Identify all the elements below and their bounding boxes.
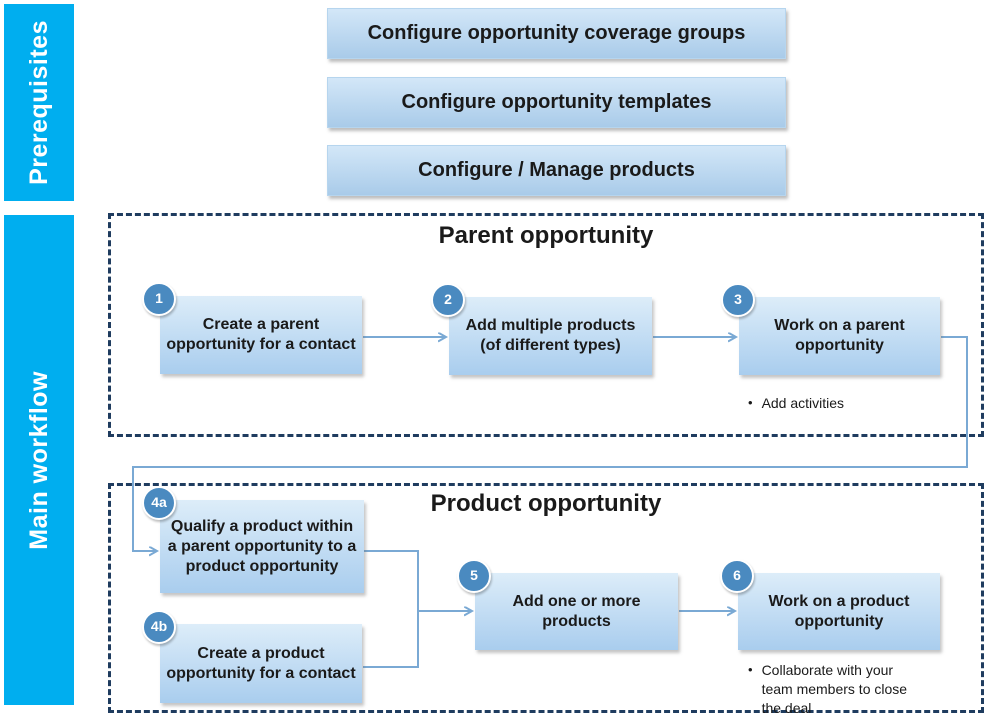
step-box-add-one-or-more-products: 5 Add one or more products — [457, 559, 678, 650]
bullet-dot: • — [748, 395, 753, 410]
step-number-badge: 2 — [431, 283, 465, 317]
prerequisites-bar-label: Prerequisites — [24, 20, 53, 185]
step-label: Create a product opportunity for a conta… — [166, 644, 356, 682]
step-number-badge: 4b — [142, 610, 176, 644]
step-label: Work on a product opportunity — [768, 592, 910, 630]
step-box-work-on-product-opportunity: 6 Work on a product opportunity — [720, 559, 940, 650]
step-label: Add multiple products (of different type… — [465, 317, 636, 354]
config-box-manage-products: Configure / Manage products — [327, 145, 786, 196]
prerequisites-bar: Prerequisites — [4, 4, 74, 201]
bullet-text: Add activities — [761, 395, 845, 411]
step-box-create-product-opportunity: 4b Create a product opportunity for a co… — [142, 610, 362, 703]
step-label: Add one or more products — [512, 592, 641, 630]
parent-section-title: Parent opportunity — [438, 222, 654, 249]
bullet-dot: • — [748, 662, 753, 677]
step-box-qualify-product: 4a Qualify a product within a parent opp… — [142, 486, 364, 593]
config-box-templates: Configure opportunity templates — [327, 77, 786, 128]
step-number-badge: 5 — [457, 559, 491, 593]
config-box-label: Configure / Manage products — [418, 159, 695, 181]
step6-bullet-collaborate: • Collaborate with your team members to … — [748, 661, 920, 718]
step-number-badge: 4a — [142, 486, 176, 520]
main-workflow-bar-label: Main workflow — [24, 370, 53, 550]
step3-bullet-add-activities: • Add activities — [748, 394, 948, 413]
step-number-badge: 3 — [721, 283, 755, 317]
step-box-work-on-parent-opportunity: 3 Work on a parent opportunity — [721, 283, 940, 375]
config-box-label: Configure opportunity templates — [401, 91, 712, 113]
step-label: Work on a parent opportunity — [774, 317, 905, 354]
main-workflow-bar: Main workflow — [4, 215, 74, 705]
step-box-create-parent-opportunity: 1 Create a parent opportunity for a cont… — [142, 282, 362, 374]
step-number-badge: 6 — [720, 559, 754, 593]
bullet-text: Collaborate with your team members to cl… — [761, 662, 908, 716]
config-box-coverage-groups: Configure opportunity coverage groups — [327, 8, 786, 59]
config-box-label: Configure opportunity coverage groups — [367, 22, 746, 44]
step-number-badge: 1 — [142, 282, 176, 316]
step-label: Qualify a product within a parent opport… — [167, 517, 357, 575]
step-box-add-multiple-products: 2 Add multiple products (of different ty… — [431, 283, 652, 375]
step-label: Create a parent opportunity for a contac… — [166, 316, 356, 353]
